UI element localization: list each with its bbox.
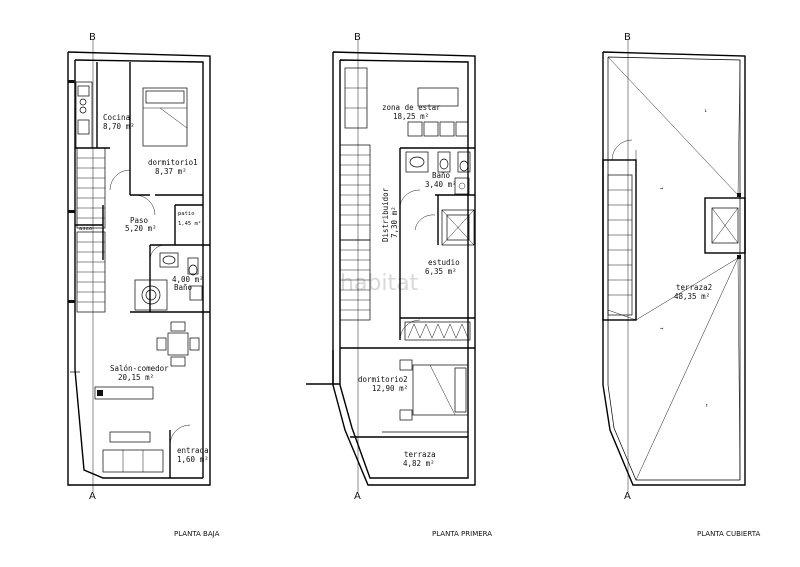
kitchen-counter [75,81,93,149]
first-floor-plan: B A [306,32,492,538]
stair [602,139,637,321]
room-area-cocina: 8,70 m² [103,122,135,131]
stair [76,147,106,313]
slope-arrow-icon: ↑ [705,403,708,409]
watermark: habitat [340,271,419,296]
room-area-distribuidor: 7,30 m² [390,206,399,238]
slope-arrow-icon: → [660,326,664,332]
plan-title-roof: PLANTA CUBIERTA [697,530,760,538]
room-area-estudio: 6,35 m² [425,267,457,276]
room-label-entrada: entrada [177,446,209,455]
room-label-patio: patio [178,211,195,217]
room-label-bano: Baño [174,283,193,292]
slope-arrow-icon: → [660,186,664,192]
plan-title-ground: PLANTA BAJA [174,530,220,538]
stair [339,144,371,321]
bed-icon [142,87,188,147]
lightwell [441,209,475,246]
room-area-salon: 20,15 m² [118,373,154,382]
room-label-terraza2: terraza2 [676,283,712,292]
room-area-patio: 1,45 m² [178,220,201,227]
slope-arrow-icon: ↓ [704,108,707,114]
room-label-dormitorio1: dormitorio1 [148,158,198,167]
room-area-estar: 18,25 m² [393,112,429,121]
sofa-icon [102,431,164,473]
room-area-entrada: 1,60 m² [177,455,209,464]
axis-mark-bottom: A [354,491,361,502]
dining-table [156,321,200,367]
outer-wall-left [67,52,103,486]
room-area-dormitorio2: 12,90 m² [372,384,408,393]
axis-mark-top: B [354,32,361,43]
room-label-estar: zona de estar [382,103,441,112]
ground-floor-plan: B A [67,32,220,538]
room-label-bano1: Baño [432,171,451,180]
axis-mark-bottom: A [89,491,96,502]
room-label-cocina: Cocina [103,113,130,122]
axis-mark-top: B [624,32,631,43]
room-label-terraza: terraza [404,450,436,459]
sofa-icon [344,67,469,137]
bed-icon [399,359,469,421]
room-area-dormitorio1: 8,37 m² [155,167,187,176]
room-area-terraza: 4,82 m² [403,459,435,468]
room-label-paso: Paso [130,216,149,225]
outer-wall-right [67,51,211,486]
room-area-bano1: 3,40 m² [425,180,457,189]
tv-unit [94,386,154,400]
bathroom-fixtures [405,151,471,195]
room-label-salon: Salón-comedor [110,364,169,373]
room-area-bano: 4,00 m² [172,275,204,284]
room-label-distribuidor: Distribuidor [381,187,390,242]
room-label-estudio: estudio [428,258,460,267]
wardrobe [404,321,471,341]
skylight [704,193,746,259]
room-label-aseo: aseo [79,226,92,232]
axis-mark-top: B [89,32,96,43]
axis-mark-bottom: A [624,491,631,502]
room-area-terraza2: 48,35 m² [674,292,710,301]
plan-title-first: PLANTA PRIMERA [432,530,492,538]
bathroom-fixtures [134,252,203,311]
room-label-dormitorio2: dormitorio2 [358,375,408,384]
room-area-paso: 5,20 m² [125,224,157,233]
roof-plan: B A [602,32,760,538]
